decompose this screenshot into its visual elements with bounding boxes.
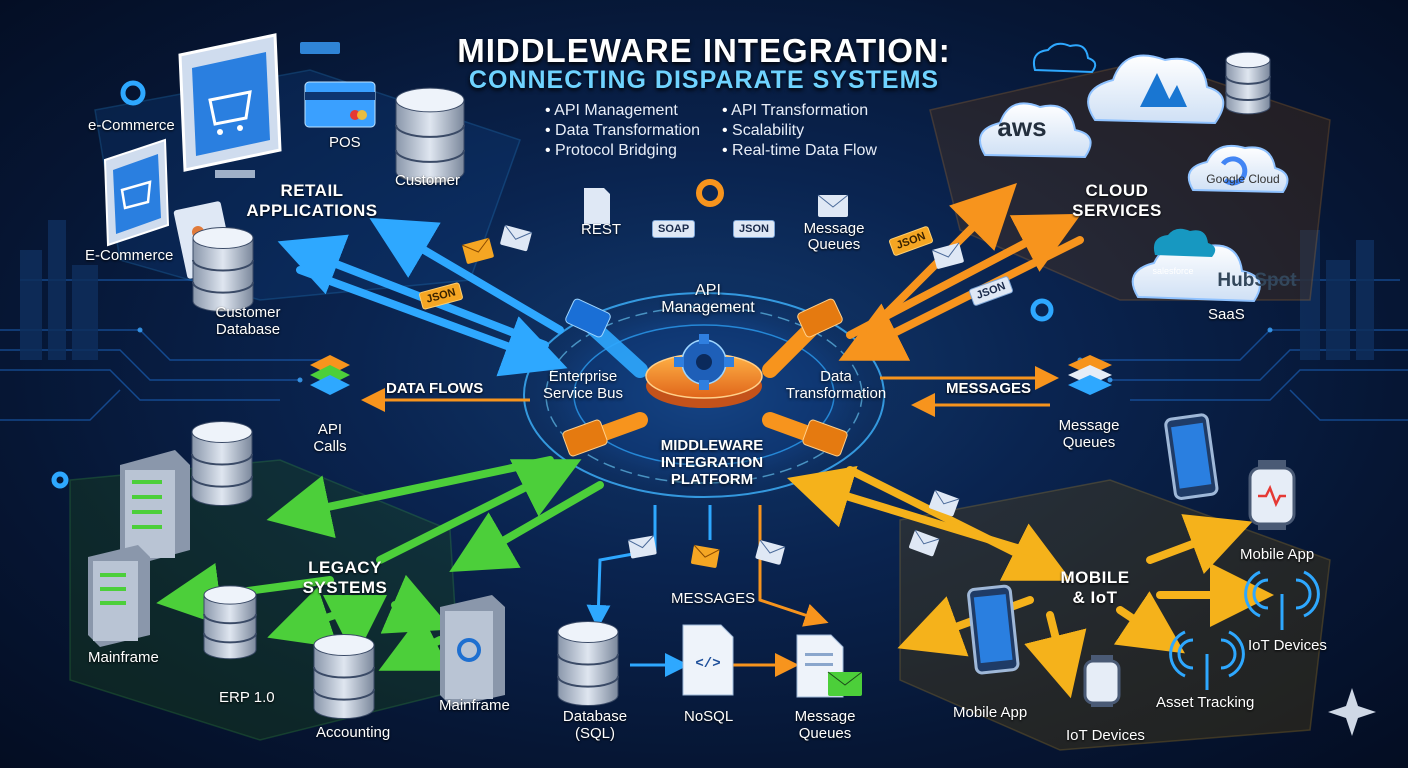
label-asset-tracking: Asset Tracking: [1156, 694, 1255, 711]
label-data-flows: DATA FLOWS: [386, 380, 484, 397]
database-icon: [557, 621, 619, 706]
label-erp: ERP 1.0: [219, 689, 275, 706]
tag-json: JSON: [733, 220, 775, 238]
label-customer: Customer: [395, 172, 461, 189]
feature-item: Data Transformation: [545, 121, 700, 141]
label-mainframe-right: Mainframe: [439, 697, 510, 714]
svg-text:</>: </>: [695, 656, 720, 672]
feature-list-left: API Management Data Transformation Proto…: [545, 101, 700, 161]
bottom-data-lines: [586, 505, 829, 677]
label-rest: REST: [581, 221, 622, 238]
database-icons: [191, 51, 1271, 719]
feature-item: Protocol Bridging: [545, 141, 700, 161]
database-icon: [192, 227, 254, 312]
label-messages-right: MESSAGES: [946, 380, 1032, 397]
google-cloud-logo: Google Cloud: [1206, 172, 1280, 186]
feature-item: Real-time Data Flow: [722, 141, 877, 161]
label-messages-bottom: MESSAGES: [671, 590, 756, 607]
feature-list-right: API Transformation Scalability Real-time…: [722, 101, 877, 161]
hub-spokes: [562, 298, 848, 457]
label-pos: POS: [329, 134, 361, 151]
label-iot-devices-bottom: IoT Devices: [1066, 727, 1145, 744]
title-line2: CONNECTING DISPARATE SYSTEMS: [468, 66, 940, 94]
cloud-icons: [979, 42, 1289, 303]
database-icon: [191, 421, 253, 506]
database-icon: [395, 87, 465, 184]
label-mobile-app-bottom: Mobile App: [953, 704, 1028, 721]
data-flow-lines: [361, 366, 1059, 417]
ecommerce-monitor-icon: [178, 33, 282, 178]
central-gear-icon: [645, 334, 763, 408]
label-ecommerce-top: e-Commerce: [88, 117, 175, 134]
database-icon: [1225, 51, 1271, 115]
label-accounting: Accounting: [316, 724, 391, 741]
feature-item: API Management: [545, 101, 700, 121]
server-icons: [88, 450, 505, 707]
antenna-icons: [1169, 570, 1320, 690]
label-mainframe-left: Mainframe: [88, 649, 159, 666]
feature-item: Scalability: [722, 121, 877, 141]
gear-icons: [51, 80, 1054, 489]
top-gear-icon: [696, 179, 724, 207]
label-database-sql: Database(SQL): [562, 708, 628, 742]
credit-card-icon: [300, 42, 376, 128]
title-line1: MIDDLEWARE INTEGRATION:: [457, 32, 951, 69]
salesforce-logo: salesforce: [1152, 266, 1194, 276]
skyline: [20, 220, 1374, 360]
database-icon: [313, 634, 375, 719]
label-mobile-app-right: Mobile App: [1240, 546, 1315, 563]
label-ecommerce: E-Commerce: [85, 247, 174, 264]
label-iot-devices-right: IoT Devices: [1248, 637, 1327, 654]
sparkle-icon: [1328, 688, 1376, 736]
mobile-title: MOBILE& IoT: [1060, 568, 1130, 607]
document-icons: </>: [584, 188, 863, 698]
device-icons: [967, 413, 1296, 707]
ecommerce-monitor2-icon: [103, 138, 170, 247]
label-saas: SaaS: [1208, 306, 1245, 323]
hubspot-logo: HubSpot: [1217, 270, 1297, 291]
database-icon: [203, 585, 257, 660]
aws-logo: aws: [997, 112, 1047, 142]
layer-stack-icons: [310, 355, 1112, 395]
tag-soap: SOAP: [652, 220, 696, 238]
envelope-icons: [461, 194, 964, 568]
feature-item: API Transformation: [722, 101, 877, 121]
label-nosql: NoSQL: [684, 708, 734, 725]
